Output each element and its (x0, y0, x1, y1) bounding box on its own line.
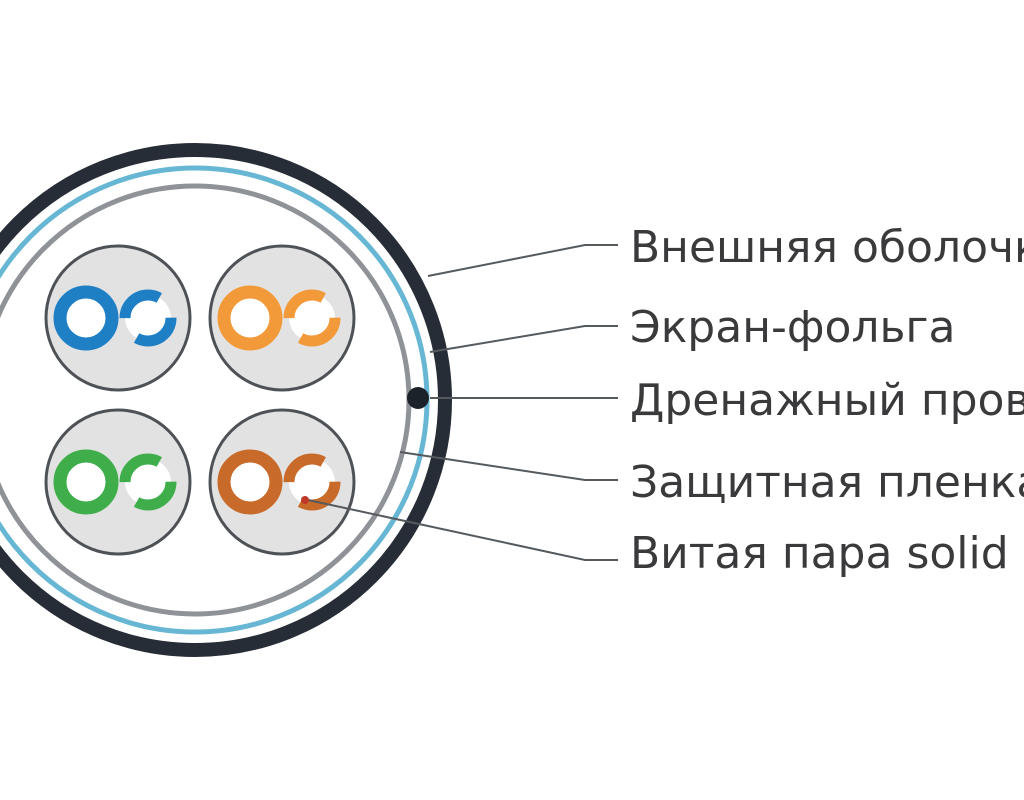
leader-protective-film (399, 451, 618, 481)
drain-wire (407, 387, 429, 409)
pair-green (44, 408, 192, 556)
leader-twisted-pair (307, 499, 618, 561)
conductor-solid (53, 285, 119, 351)
leader-foil-shield (429, 325, 618, 353)
pair-brown (208, 408, 356, 556)
conductor-striped (119, 289, 177, 347)
conductor-striped (283, 289, 341, 347)
label-drain-wire: Дренажный провод (630, 375, 1024, 426)
callout-labels: Внешняя оболочка Экран-фольга Дренажный … (630, 222, 1024, 579)
outer-jacket (0, 143, 452, 657)
label-protective-film: Защитная пленка (630, 457, 1024, 508)
conductor-solid (53, 449, 119, 515)
cable-body (0, 143, 452, 657)
label-twisted-pair: Витая пара solid (630, 528, 1009, 579)
conductor-striped (119, 453, 177, 511)
label-outer-jacket: Внешняя оболочка (630, 222, 1024, 273)
leader-lines (301, 244, 618, 561)
pair-blue (44, 244, 192, 392)
leader-outer-jacket (427, 244, 618, 277)
label-foil-shield: Экран-фольга (630, 302, 956, 353)
leader-pointer-dot (301, 496, 309, 504)
conductor-solid (217, 285, 283, 351)
conductor-solid (217, 449, 283, 515)
conductor-striped (283, 453, 341, 511)
pair-orange (208, 244, 356, 392)
